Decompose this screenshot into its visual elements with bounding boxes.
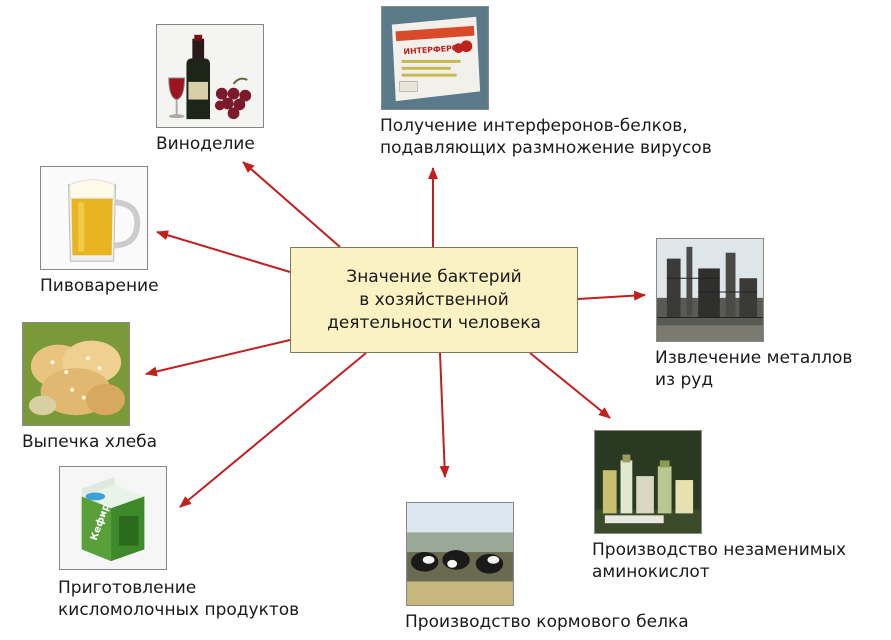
label-wine-line-1: Виноделие	[156, 134, 255, 154]
label-dairy: Приготовление кисломолочных продуктов	[58, 577, 299, 621]
factory-icon	[656, 238, 764, 342]
arrow-to-amino	[529, 352, 611, 419]
arrow-to-dairy	[179, 352, 367, 508]
bread-icon	[22, 322, 130, 426]
center-line-1: Значение бактерий	[346, 266, 522, 287]
label-bread-line-1: Выпечка хлеба	[22, 432, 158, 452]
medicine-box-icon: ИНТЕРФЕРОН	[381, 6, 489, 110]
label-feed: Производство кормового белка	[405, 611, 689, 633]
box-brand-text: ИНТЕРФЕРОН	[403, 43, 465, 56]
label-amino-line-2: аминокислот	[592, 562, 710, 582]
arrow-to-feed	[439, 352, 450, 478]
cows-icon	[406, 502, 514, 606]
label-interferon-line-2: подавляющих размножение вирусов	[380, 138, 712, 158]
arrow-to-wine	[242, 161, 341, 248]
arrow-to-beer	[156, 230, 291, 273]
label-interferon: Получение интерферонов-белков, подавляющ…	[380, 115, 712, 159]
label-metals: Извлечение металлов из руд	[655, 347, 852, 391]
beer-mug-icon	[40, 166, 148, 270]
label-amino: Производство незаменимых аминокислот	[592, 539, 846, 583]
label-amino-line-1: Производство незаменимых	[592, 540, 847, 560]
central-concept-box: Значение бактерий в хозяйственной деятел…	[290, 247, 578, 353]
center-line-2: в хозяйственной	[359, 289, 509, 310]
label-beer: Пивоварение	[40, 275, 159, 297]
label-wine: Виноделие	[156, 133, 255, 155]
label-metals-line-1: Извлечение металлов	[655, 348, 853, 368]
center-line-3: деятельности человека	[327, 312, 541, 333]
label-dairy-line-1: Приготовление	[58, 578, 197, 598]
wine-bottle-icon	[156, 24, 264, 128]
arrow-to-metals	[577, 290, 646, 301]
kefir-carton-icon: Кефир	[59, 466, 167, 570]
arrow-to-bread	[145, 339, 291, 377]
label-feed-line-1: Производство кормового белка	[405, 612, 689, 632]
label-bread: Выпечка хлеба	[22, 431, 157, 453]
bottles-icon	[594, 430, 702, 534]
label-interferon-line-1: Получение интерферонов-белков,	[380, 116, 688, 136]
label-dairy-line-2: кисломолочных продуктов	[58, 600, 300, 620]
label-metals-line-2: из руд	[655, 370, 714, 390]
label-beer-line-1: Пивоварение	[40, 276, 159, 296]
